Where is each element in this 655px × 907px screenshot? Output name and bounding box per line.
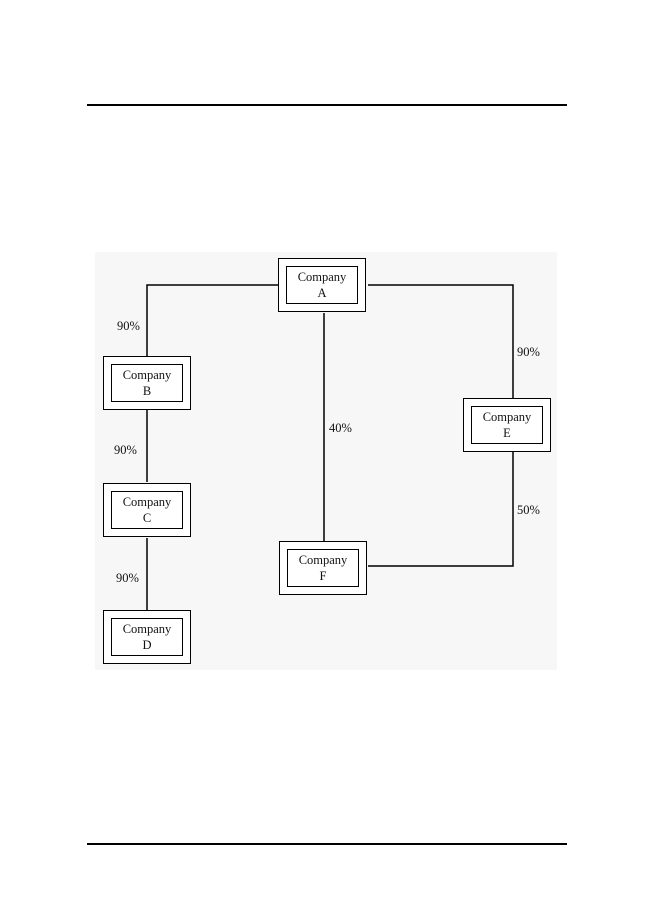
connector-a-b	[146, 284, 278, 356]
company-d-label: Company D	[122, 622, 172, 652]
company-e-inner: Company E	[471, 406, 543, 444]
ownership-a-b-label: 90%	[117, 319, 140, 333]
connector-lines	[146, 284, 514, 610]
ownership-a-e-label: 90%	[517, 345, 540, 359]
company-e-box: Company E	[463, 398, 551, 452]
company-a-box: Company A	[278, 258, 366, 312]
company-b-label: Company B	[122, 368, 172, 398]
company-d-inner: Company D	[111, 618, 183, 656]
company-a-label: Company A	[297, 270, 347, 300]
company-c-label: Company C	[122, 495, 172, 525]
top-rule	[87, 104, 567, 106]
ownership-e-f-label: 50%	[517, 503, 540, 517]
ownership-c-d-label: 90%	[116, 571, 139, 585]
ownership-diagram: Company A Company B Company C Company D …	[95, 252, 557, 670]
company-f-label: Company F	[298, 553, 348, 583]
company-c-box: Company C	[103, 483, 191, 537]
company-e-label: Company E	[482, 410, 532, 440]
company-b-inner: Company B	[111, 364, 183, 402]
company-c-inner: Company C	[111, 491, 183, 529]
company-b-box: Company B	[103, 356, 191, 410]
ownership-b-c-label: 90%	[114, 443, 137, 457]
company-f-inner: Company F	[287, 549, 359, 587]
company-f-box: Company F	[279, 541, 367, 595]
connector-a-e	[368, 284, 514, 398]
company-a-inner: Company A	[286, 266, 358, 304]
bottom-rule	[87, 843, 567, 845]
company-d-box: Company D	[103, 610, 191, 664]
connector-e-f	[368, 452, 514, 567]
ownership-a-f-label: 40%	[329, 421, 352, 435]
